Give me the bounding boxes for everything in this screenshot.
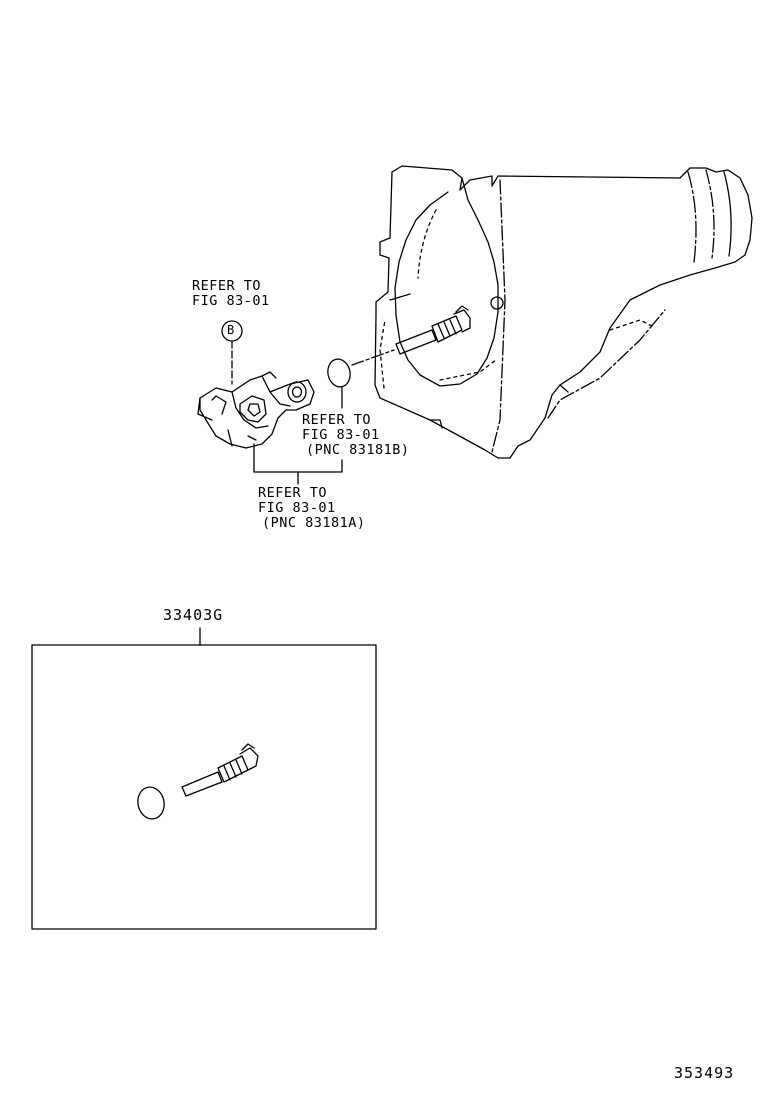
ref-pnc-b-line1: REFER TO <box>302 412 372 428</box>
ref-pnc-b-line3: (PNC 83181B) <box>306 442 410 458</box>
ref-pnc-a-line3: (PNC 83181A) <box>262 515 366 531</box>
ref-b-line1: REFER TO <box>192 278 262 294</box>
kit-o-ring-drawing <box>135 785 167 822</box>
ref-pnc-a-line1: REFER TO <box>258 485 328 501</box>
o-ring-drawing <box>325 357 352 389</box>
callout-b-letter: B <box>227 323 235 337</box>
guide-line <box>352 350 394 365</box>
callout-b-circle <box>222 321 242 341</box>
kit-box <box>32 645 376 929</box>
speed-sensor-drawing <box>198 372 314 448</box>
part-number-label: 33403G <box>163 606 224 624</box>
figure-number: 353493 <box>674 1064 735 1082</box>
ref-b-line2: FIG 83-01 <box>192 293 270 309</box>
transmission-case-drawing <box>375 166 752 458</box>
kit-driven-gear-drawing <box>182 744 258 796</box>
ref-pnc-b-line2: FIG 83-01 <box>302 427 380 443</box>
driven-gear-on-case <box>396 306 470 354</box>
ref-pnc-a-line2: FIG 83-01 <box>258 500 336 516</box>
